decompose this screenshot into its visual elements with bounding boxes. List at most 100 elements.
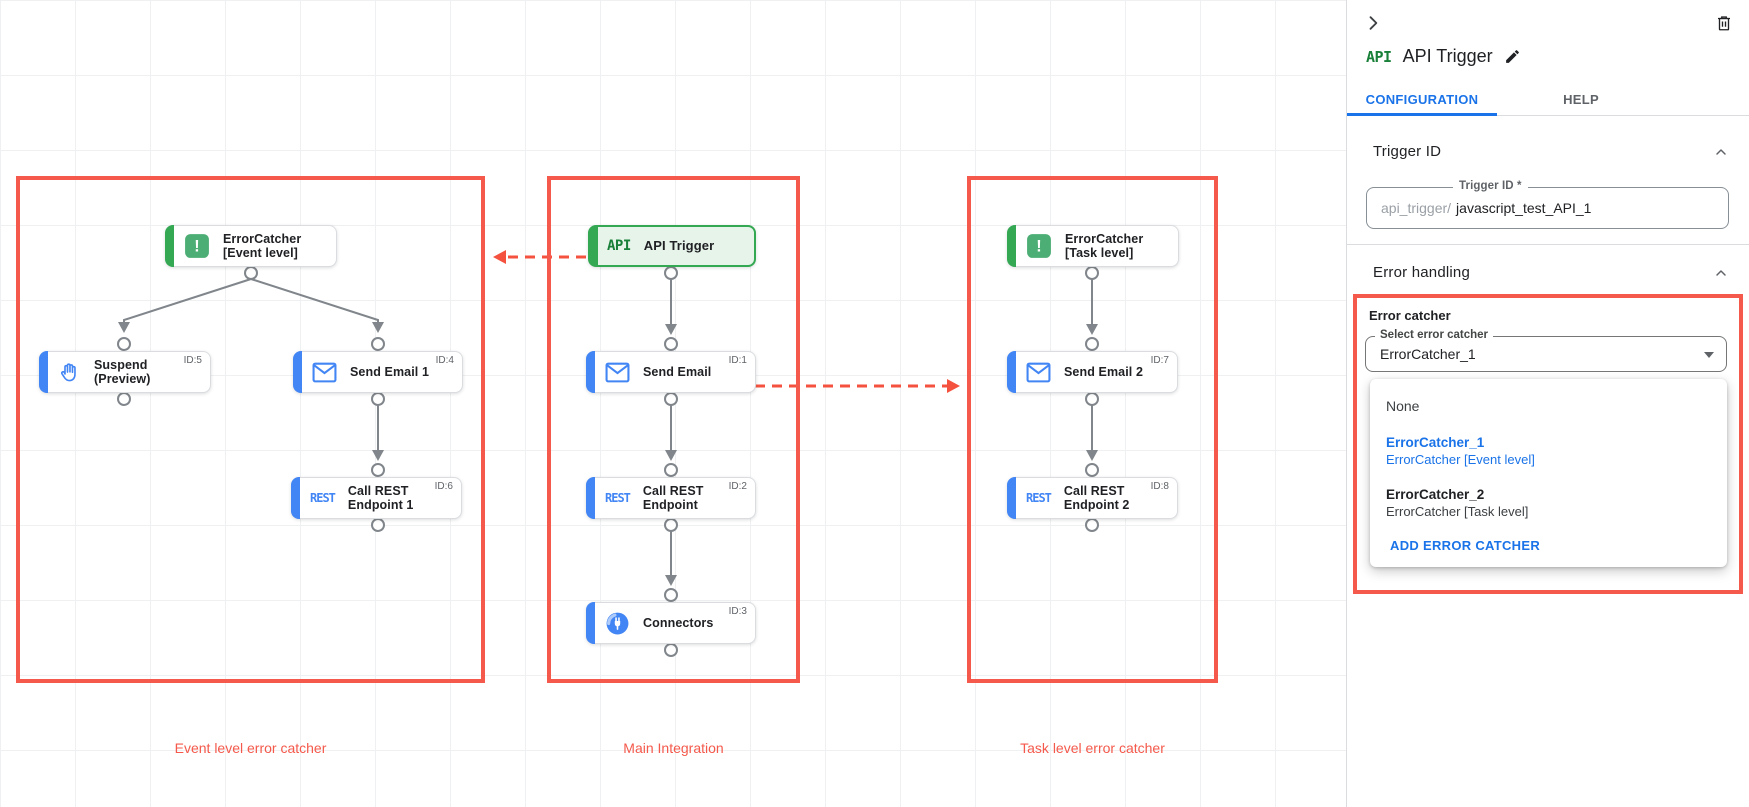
task-color-bar: [586, 602, 595, 644]
svg-text:!: !: [1036, 237, 1041, 255]
option-none[interactable]: None: [1386, 398, 1420, 414]
error-catcher-highlight-box: Error catcher Select error catcher Error…: [1353, 294, 1743, 594]
node-label: Send Email: [643, 365, 712, 379]
tab-configuration[interactable]: CONFIGURATION: [1365, 91, 1479, 107]
panel-title-row: API API Trigger: [1347, 34, 1749, 67]
error-catcher-group-label: Error catcher: [1369, 308, 1451, 323]
trigger-id-field[interactable]: Trigger ID * api_trigger/ javascript_tes…: [1366, 180, 1729, 229]
connectors-plug-icon: [605, 611, 630, 636]
rest-icon: REST: [1026, 491, 1052, 505]
task-color-bar: [1007, 351, 1016, 393]
node-label: API Trigger: [643, 238, 715, 253]
node-call-rest-endpoint-1[interactable]: REST Call REST Endpoint 1 ID:6: [291, 477, 462, 519]
trigger-color-bar: [589, 226, 598, 266]
trigger-id-value: javascript_test_API_1: [1456, 200, 1592, 216]
task-color-bar: [586, 351, 595, 393]
trigger-id-field-label: Trigger ID *: [1453, 180, 1528, 192]
node-label: Call REST Endpoint 1: [347, 484, 414, 512]
integration-canvas[interactable]: ! ErrorCatcher [Event level] Suspend (Pr…: [0, 0, 1346, 807]
error-catcher-color-bar: [165, 225, 174, 267]
panel-tabs: CONFIGURATION HELP: [1347, 83, 1749, 116]
event-level-group-box: [16, 176, 485, 683]
task-id-badge: ID:5: [183, 355, 202, 366]
config-panel: API API Trigger CONFIGURATION HELP Trigg…: [1346, 0, 1749, 807]
select-error-catcher-label: Select error catcher: [1375, 329, 1494, 341]
option-name: ErrorCatcher_2: [1386, 487, 1485, 502]
task-id-badge: ID:8: [1150, 481, 1169, 492]
trigger-id-heading: Trigger ID: [1373, 143, 1442, 160]
error-catcher-options-menu: None ErrorCatcher_1 ErrorCatcher [Event …: [1370, 379, 1727, 567]
delete-trigger-icon[interactable]: [1715, 13, 1733, 33]
error-catcher-color-bar: [1007, 225, 1016, 267]
node-label: Suspend (Preview): [94, 358, 151, 386]
task-color-bar: [1007, 477, 1016, 519]
chevron-up-icon[interactable]: [1713, 144, 1729, 160]
collapse-panel-icon[interactable]: [1363, 13, 1383, 33]
api-trigger-icon: API: [1366, 47, 1392, 66]
task-level-group-box: [967, 176, 1218, 683]
edit-title-icon[interactable]: [1504, 48, 1521, 65]
error-handling-section-header[interactable]: Error handling: [1347, 264, 1749, 281]
node-connectors[interactable]: Connectors ID:3: [586, 602, 756, 644]
mail-icon: [312, 362, 337, 383]
task-level-caption: Task level error catcher: [1020, 740, 1165, 756]
task-id-badge: ID:6: [434, 481, 453, 492]
main-integration-caption: Main Integration: [623, 740, 724, 756]
error-catcher-icon: !: [184, 233, 210, 259]
task-id-badge: ID:4: [435, 355, 454, 366]
node-suspend[interactable]: Suspend (Preview) ID:5: [39, 351, 211, 393]
trigger-id-section-header[interactable]: Trigger ID: [1347, 143, 1749, 160]
task-color-bar: [586, 477, 595, 519]
node-api-trigger[interactable]: API API Trigger: [588, 225, 756, 267]
task-color-bar: [39, 351, 48, 393]
node-label: Send Email 2: [1064, 365, 1144, 379]
task-id-badge: ID:1: [728, 355, 747, 366]
task-id-badge: ID:3: [728, 606, 747, 617]
task-id-badge: ID:2: [728, 481, 747, 492]
node-label: Connectors: [643, 616, 714, 630]
panel-title: API Trigger: [1402, 46, 1493, 66]
node-send-email[interactable]: Send Email ID:1: [586, 351, 756, 393]
node-call-rest-endpoint[interactable]: REST Call REST Endpoint ID:2: [586, 477, 756, 519]
api-icon: API: [607, 238, 631, 254]
node-label: Send Email 1: [350, 365, 430, 379]
suspend-hand-icon: [58, 361, 81, 384]
option-errorcatcher-2[interactable]: ErrorCatcher_2 ErrorCatcher [Task level]: [1370, 482, 1727, 524]
dropdown-caret-icon: [1704, 352, 1714, 358]
node-label: Call REST Endpoint: [642, 484, 704, 512]
node-errorcatcher-event-level[interactable]: ! ErrorCatcher [Event level]: [165, 225, 337, 267]
node-label: ErrorCatcher [Task level]: [1065, 232, 1144, 260]
rest-icon: REST: [605, 491, 631, 505]
option-description: ErrorCatcher [Event level]: [1386, 452, 1535, 467]
node-call-rest-endpoint-2[interactable]: REST Call REST Endpoint 2 ID:8: [1007, 477, 1178, 519]
tab-help[interactable]: HELP: [1563, 91, 1599, 107]
connector-edge-layer: [117, 250, 1099, 657]
node-errorcatcher-task-level[interactable]: ! ErrorCatcher [Task level]: [1007, 225, 1179, 267]
mail-icon: [1026, 362, 1051, 383]
option-errorcatcher-1[interactable]: ErrorCatcher_1 ErrorCatcher [Event level…: [1370, 430, 1727, 472]
option-name: ErrorCatcher_1: [1386, 435, 1485, 450]
task-color-bar: [291, 477, 300, 519]
panel-toolbar: [1347, 0, 1749, 34]
svg-text:!: !: [194, 237, 199, 255]
add-error-catcher-button[interactable]: ADD ERROR CATCHER: [1390, 538, 1541, 553]
task-color-bar: [293, 351, 302, 393]
active-tab-underline: [1347, 113, 1497, 116]
mail-icon: [605, 362, 630, 383]
node-send-email-1[interactable]: Send Email 1 ID:4: [293, 351, 463, 393]
section-divider: [1347, 244, 1749, 245]
error-catcher-icon: !: [1026, 233, 1052, 259]
task-id-badge: ID:7: [1150, 355, 1169, 366]
node-label: Call REST Endpoint 2: [1063, 484, 1130, 512]
select-error-catcher-dropdown[interactable]: Select error catcher ErrorCatcher_1: [1365, 329, 1727, 372]
main-integration-group-box: [547, 176, 800, 683]
error-handling-heading: Error handling: [1373, 264, 1471, 281]
rest-icon: REST: [310, 491, 336, 505]
node-send-email-2[interactable]: Send Email 2 ID:7: [1007, 351, 1178, 393]
option-description: ErrorCatcher [Task level]: [1386, 504, 1529, 519]
trigger-id-prefix: api_trigger/: [1381, 200, 1452, 216]
event-level-caption: Event level error catcher: [174, 740, 327, 756]
node-label: ErrorCatcher [Event level]: [223, 232, 302, 260]
chevron-up-icon[interactable]: [1713, 265, 1729, 281]
